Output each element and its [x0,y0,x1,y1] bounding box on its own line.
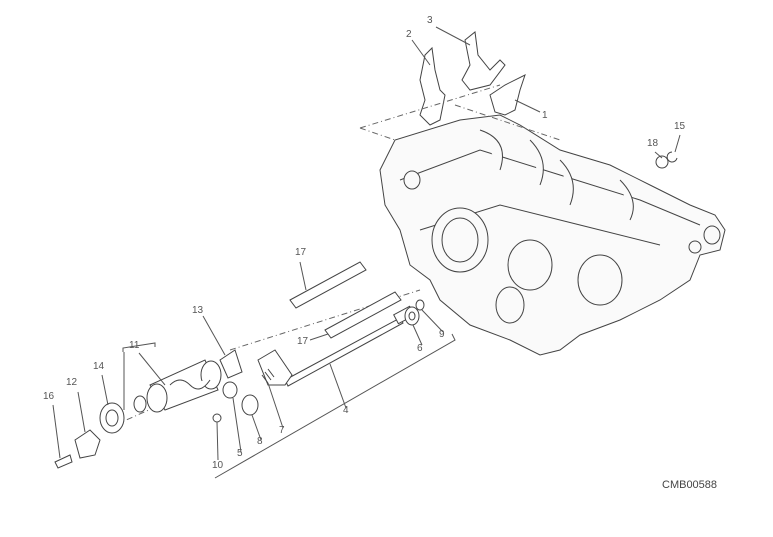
callout-leaders [52,26,681,479]
shift-fork-rods [289,261,402,339]
shift-forks [419,31,526,126]
selector-drum [54,359,222,469]
callout-2: 2 [406,29,412,40]
crankcase [379,114,726,356]
callout-14: 13 [192,305,204,316]
callout-13: 14 [93,361,105,372]
callout-3: 3 [427,15,433,26]
callout-10: 10 [212,460,224,471]
callout-18: 18 [647,138,659,149]
callout-11: 11 [129,340,140,351]
callout-1: 1 [542,110,548,121]
callout-9: 9 [439,329,445,340]
callout-17-upper: 17 [295,247,307,258]
callout-5: 5 [237,448,243,459]
callout-17-lower: 17 [297,336,309,347]
callout-15: 15 [674,121,686,132]
small-parts [212,151,678,423]
gearshift-shaft [257,305,415,387]
callout-12: 12 [66,377,78,388]
callout-7: 7 [279,425,285,436]
callout-6: 6 [417,343,423,354]
callout-8: 8 [257,436,263,447]
drawing-code: CMB00588 [662,479,718,491]
callout-4: 4 [343,405,349,416]
callout-16: 16 [43,391,55,402]
